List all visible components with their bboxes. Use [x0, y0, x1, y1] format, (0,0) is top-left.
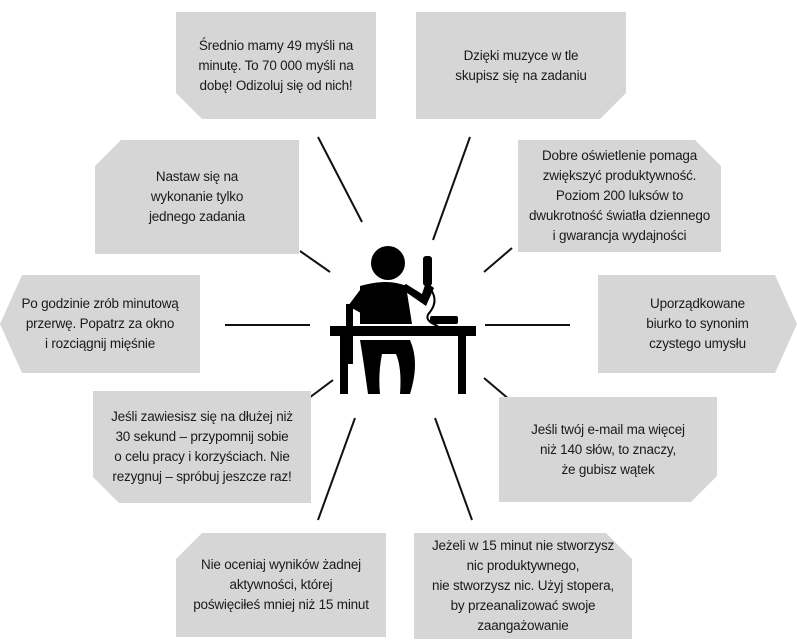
tip-text: Jeżeli w 15 minut nie stworzysz nic prod… — [431, 538, 615, 633]
person-on-phone-at-desk-icon — [330, 246, 476, 394]
tip-box-email: Jeśli twój e-mail ma więcej niż 140 słów… — [499, 397, 717, 502]
tip-box-stuck: Jeśli zawiesisz się na dłużej niż 30 sek… — [93, 391, 311, 503]
tip-box-break: Po godzinie zrób minutową przerwę. Popat… — [0, 275, 200, 373]
tip-box-15-minutes: Jeżeli w 15 minut nie stworzysz nic prod… — [414, 533, 632, 639]
connector-line — [432, 136, 471, 241]
connector-line — [299, 250, 331, 273]
tip-text: Dzięki muzyce w tle skupisz się na zadan… — [455, 47, 587, 83]
connector-line — [434, 417, 473, 521]
tip-box-thoughts: Średnio mamy 49 myśli na minutę. To 70 0… — [176, 12, 376, 119]
tip-text: Po godzinie zrób minutową przerwę. Popat… — [21, 296, 179, 351]
tip-box-music: Dzięki muzyce w tle skupisz się na zadan… — [416, 12, 626, 119]
tip-box-tidy-desk: Uporządkowane biurko to synonim czystego… — [598, 275, 797, 373]
tip-box-dont-judge: Nie oceniaj wyników żadnej aktywności, k… — [176, 533, 386, 637]
tip-text: Średnio mamy 49 myśli na minutę. To 70 0… — [198, 37, 354, 93]
connector-line — [483, 377, 511, 401]
tip-text: Dobre oświetlenie pomaga zwiększyć produ… — [528, 148, 711, 243]
tip-text: Jeśli zawiesisz się na dłużej niż 30 sek… — [111, 409, 293, 484]
tip-text: Jeśli twój e-mail ma więcej niż 140 słów… — [531, 421, 685, 477]
connector-line — [317, 136, 363, 223]
tip-text: Nastaw się na wykonanie tylko jednego za… — [148, 169, 246, 224]
tip-box-single-task: Nastaw się na wykonanie tylko jednego za… — [95, 140, 299, 254]
connector-line — [317, 417, 356, 521]
connector-line — [483, 247, 513, 273]
tip-text: Nie oceniaj wyników żadnej aktywności, k… — [193, 557, 369, 612]
tip-box-lighting: Dobre oświetlenie pomaga zwiększyć produ… — [518, 140, 721, 252]
tip-text: Uporządkowane biurko to synonim czystego… — [646, 296, 749, 351]
